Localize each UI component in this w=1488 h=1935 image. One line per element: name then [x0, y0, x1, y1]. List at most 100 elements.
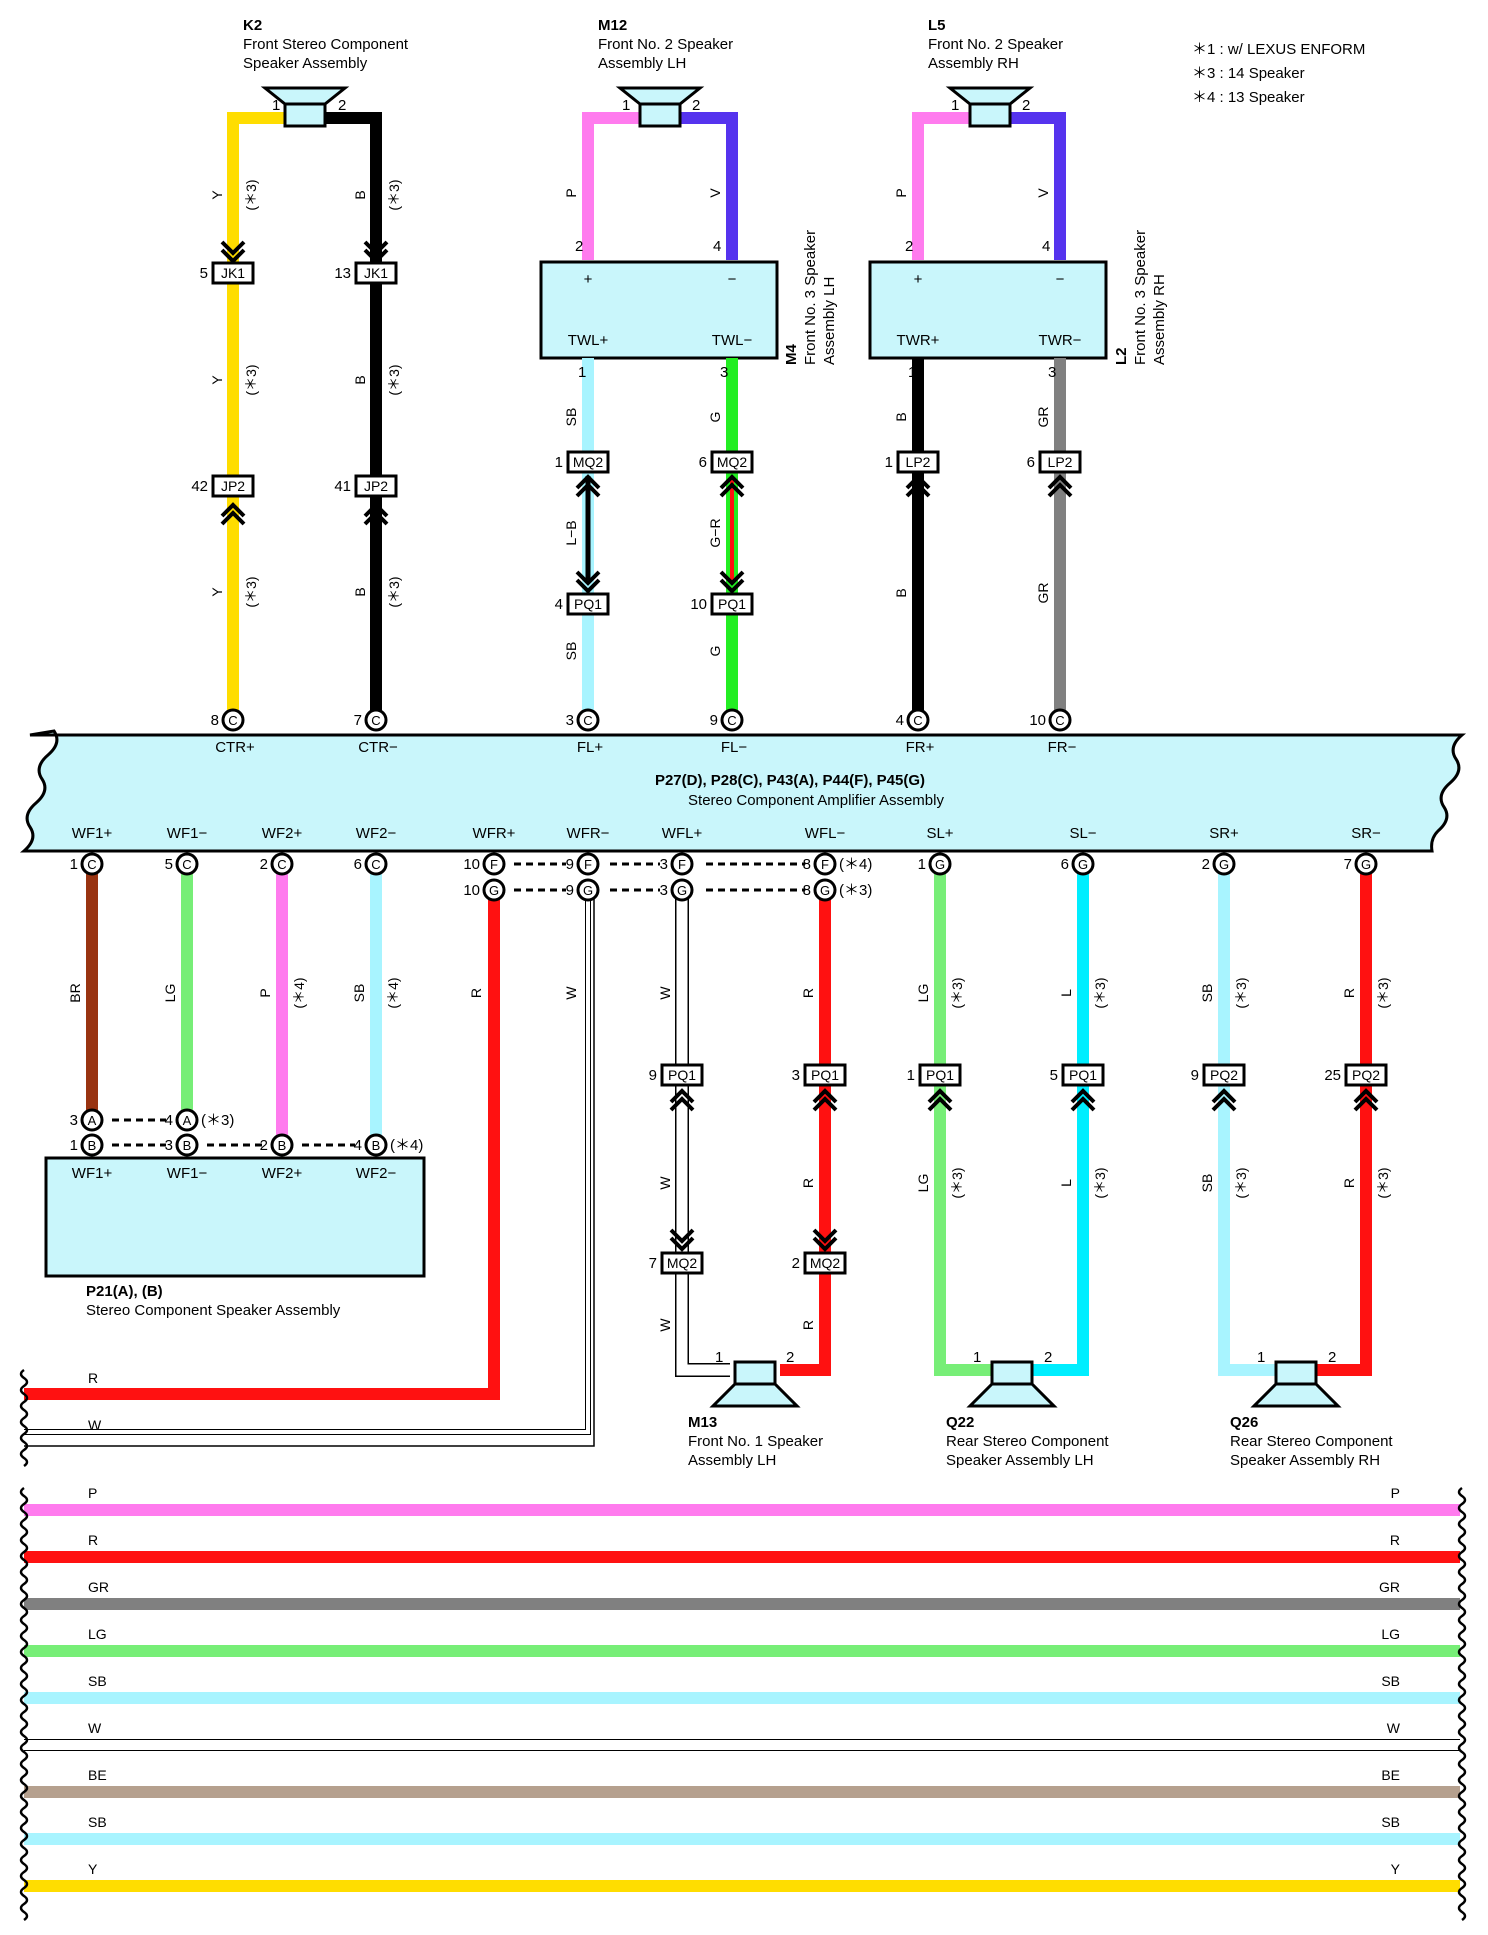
connector-arrow-chev [927, 1096, 953, 1112]
connector-arrow-chev [1211, 1088, 1237, 1104]
terminal-plus: + [584, 271, 593, 288]
connector-pq1 [918, 1063, 962, 1087]
connector-arrow-chev [719, 474, 745, 490]
q26-name: Rear Stereo Component [1230, 1433, 1393, 1450]
wire-label: SB [563, 642, 579, 661]
wire-note: (＊3) [386, 364, 402, 395]
connector-arrow [220, 502, 246, 526]
terminal-connector-letter: G [677, 883, 687, 898]
connector-arrow [669, 1228, 695, 1252]
pin-num: 2 [1328, 1349, 1336, 1366]
connector-pq1-label: PQ1 [574, 596, 602, 612]
pin-num: 1 [908, 364, 916, 381]
terminal-connector-pin: 8 [211, 712, 219, 729]
connector-jp2-pin: 41 [334, 478, 351, 495]
wire-note: (＊3) [243, 179, 259, 210]
q26-name: Speaker Assembly RH [1230, 1452, 1380, 1469]
connector-mq2-pin: 7 [649, 1255, 657, 1272]
legend-note: ＊4 : 13 Speaker [1192, 89, 1305, 106]
terminal-connector [1212, 852, 1236, 876]
wire-note: (＊3) [243, 576, 259, 607]
terminal-connector-letter: C [727, 713, 736, 728]
k2-name: Speaker Assembly [243, 55, 368, 72]
connector-pq2-pin: 9 [1191, 1067, 1199, 1084]
connector-pq1-pin: 4 [555, 596, 563, 613]
wire-b [310, 112, 382, 720]
terminal-connector [813, 878, 837, 902]
terminal-connector-pin: 8 [803, 882, 811, 899]
m4-code: M4 [783, 344, 800, 365]
q22-name: Rear Stereo Component [946, 1433, 1109, 1450]
legend-note: ＊3 : 14 Speaker [1192, 65, 1305, 82]
connector-arrow-chev [927, 1088, 953, 1104]
q22-code: Q22 [946, 1414, 974, 1431]
m4-name: Front No. 3 Speaker [802, 230, 819, 365]
pin-num: 1 [578, 364, 586, 381]
connector-arrow-chev [812, 1096, 838, 1112]
wire-r [1310, 864, 1372, 1376]
k2-name: Front Stereo Component [243, 36, 409, 53]
wire-label: Y [209, 190, 225, 200]
q26-code: Q26 [1230, 1414, 1258, 1431]
connector-arrow [669, 1088, 695, 1112]
connector-mq2-label: MQ2 [810, 1255, 841, 1271]
wire-label: SB [351, 984, 367, 1003]
pin-num: 1 [951, 97, 959, 114]
connector-lp2-pin: 1 [885, 454, 893, 471]
wire-note: (＊3) [1092, 1167, 1108, 1198]
pin-num: 2 [786, 1349, 794, 1366]
connector-lp2-pin: 6 [1027, 454, 1035, 471]
connector-mq2-pin: 6 [699, 454, 707, 471]
connector-lp2-label: LP2 [906, 454, 931, 470]
bus-label-left: P [88, 1485, 97, 1501]
terminal-connector-letter: C [228, 713, 237, 728]
m12-name: Front No. 2 Speaker [598, 36, 733, 53]
terminal-connector [576, 708, 600, 732]
wire-sb [1218, 864, 1280, 1376]
terminal-connector-pin: 5 [165, 856, 173, 873]
wire-lg [934, 864, 995, 1376]
pin-num: 2 [338, 97, 346, 114]
bus-label-right: SB [1381, 1673, 1400, 1689]
connector-jp2-pin: 42 [191, 478, 208, 495]
amp-terminal-label: SR− [1351, 825, 1381, 842]
terminal-connector-pin: 6 [354, 856, 362, 873]
connector-jk1 [211, 261, 255, 285]
terminal-connector-pin: 7 [354, 712, 362, 729]
break-line [19, 1486, 29, 1922]
wire-label: W [657, 986, 673, 1000]
speaker-icon-cone [260, 86, 350, 106]
speaker-icon-cone [1250, 1382, 1342, 1408]
p21-code: P21(A), (B) [86, 1283, 163, 1300]
terminal-connector-pin: 1 [918, 856, 926, 873]
bus-label-right: R [1390, 1532, 1400, 1548]
pin-num: 2 [692, 97, 700, 114]
terminal-connector [720, 708, 744, 732]
p21-terminal-label: WF1+ [72, 1165, 113, 1182]
terminal-connector [175, 1108, 199, 1132]
connector-arrow-chev [575, 578, 601, 594]
connector-arrow-chev [575, 482, 601, 498]
terminal-connector-pin: 4 [896, 712, 904, 729]
terminal-connector-letter: C [277, 857, 286, 872]
terminal-connector [80, 1108, 104, 1132]
connector-arrow-chev [1070, 1096, 1096, 1112]
terminal-connector-pin: 9 [566, 882, 574, 899]
terminal-connector-pin: 10 [463, 856, 480, 873]
wire-label: G−R [707, 518, 723, 547]
wire-note: (＊4) [839, 856, 872, 873]
connector-arrow-chev [1047, 474, 1073, 490]
terminal-connector-pin: 2 [260, 856, 268, 873]
connector-pq2-label: PQ2 [1352, 1067, 1380, 1083]
connector-jk1-pin: 13 [334, 265, 351, 282]
wire-label: R [800, 1320, 816, 1330]
connector-lp2-label: LP2 [1048, 454, 1073, 470]
m4-unit [539, 260, 779, 360]
connector-arrow-chev [905, 474, 931, 490]
terminal-connector-pin: 9 [566, 856, 574, 873]
wire-label: B [893, 412, 909, 421]
m13-name: Assembly LH [688, 1452, 776, 1469]
wire-note: (＊3) [386, 179, 402, 210]
connector-pq1 [566, 592, 610, 616]
terminal-label: TWR− [1039, 332, 1082, 349]
